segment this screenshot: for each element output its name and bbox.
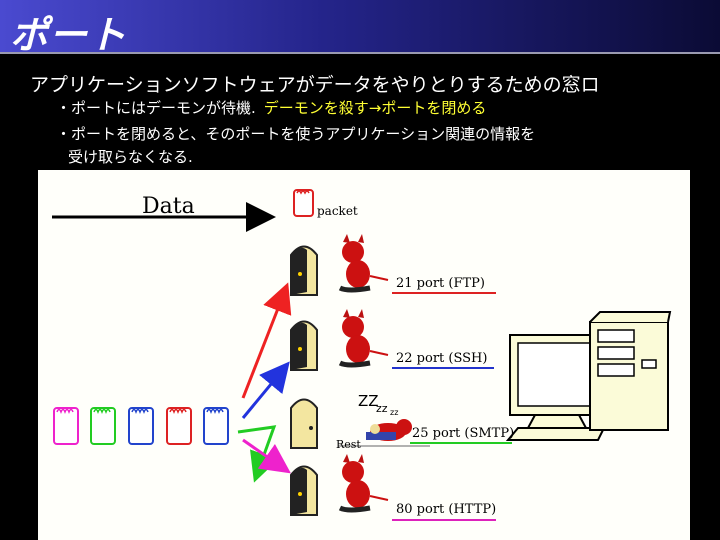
- sleep-zz-large: ZZ: [358, 392, 379, 410]
- bullet-1-text: ・ポートにはデーモンが待機.: [56, 99, 256, 117]
- daemon-ssh: [338, 309, 389, 368]
- door-ftp: [290, 245, 318, 296]
- title-bar: [0, 0, 720, 52]
- port-label-ssh: 22 port (SSH): [396, 351, 488, 366]
- packet-legend-icon: [293, 189, 314, 217]
- rest-label: Rest: [336, 438, 361, 451]
- arrow-to-http: [242, 438, 291, 474]
- arrow-to-ssh: [241, 361, 290, 419]
- bullet-2-line-1: ・ポートを閉めると、そのポートを使うアプリケーション関連の情報を: [56, 125, 536, 143]
- diagram-graphics: [52, 189, 672, 521]
- packet-label: packet: [317, 204, 358, 218]
- bullet-2-line-2: 受け取らなくなる.: [68, 148, 193, 166]
- packet-icon-red: [166, 407, 192, 445]
- sleep-zz-tiny: zz: [390, 408, 399, 417]
- port-label-http: 80 port (HTTP): [396, 502, 497, 517]
- computer-icon: [505, 311, 672, 441]
- daemon-smtp-sleeping: [338, 419, 430, 447]
- packet-row: [53, 407, 229, 445]
- bullet-1-highlight: デーモンを殺す→ポートを閉める: [263, 99, 487, 117]
- port-label-ftp: 21 port (FTP): [396, 276, 485, 291]
- title-divider: [0, 52, 720, 54]
- door-ssh: [290, 320, 318, 371]
- port-diagram: Data packet 21 port (FTP) 22 port (SSH) …: [38, 170, 690, 540]
- data-label: Data: [142, 194, 195, 219]
- door-smtp-closed: [290, 398, 318, 449]
- daemon-ftp: [338, 234, 389, 293]
- packet-icon-blue: [128, 407, 154, 445]
- bullet-1: ・ポートにはデーモンが待機. デーモンを殺す→ポートを閉める: [56, 97, 486, 118]
- slide-title: ポート: [10, 13, 128, 57]
- slide-heading: アプリケーションソフトウェアがデータをやりとりするための窓ロ: [30, 74, 600, 96]
- port-label-smtp: 25 port (SMTP): [412, 426, 515, 441]
- door-http: [290, 465, 318, 516]
- packet-icon-pink: [53, 407, 79, 445]
- packet-icon-green: [90, 407, 116, 445]
- sleep-zz-small: zz: [376, 402, 388, 415]
- daemon-http: [338, 454, 389, 513]
- packet-icon-blue-2: [203, 407, 229, 445]
- arrow-to-ftp: [241, 282, 292, 399]
- arrow-rejected-smtp: [237, 425, 279, 483]
